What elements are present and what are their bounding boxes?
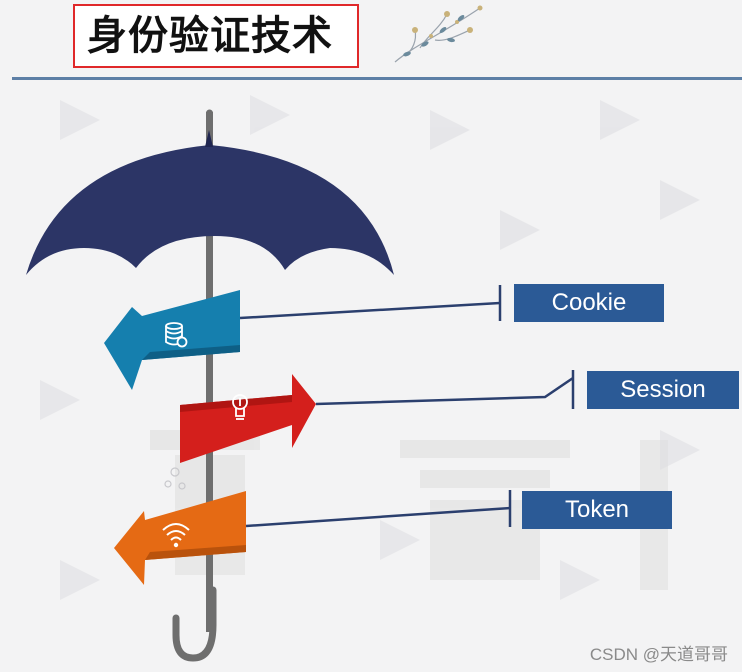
slide-title: 身份验证技术 bbox=[87, 13, 333, 59]
title-divider bbox=[12, 77, 742, 80]
wifi-icon bbox=[162, 523, 190, 541]
umbrella-shaft bbox=[206, 112, 213, 632]
session-label: Session bbox=[587, 371, 739, 409]
cookie-connector bbox=[239, 301, 501, 320]
coin-stack-icon bbox=[165, 322, 188, 348]
slide-title-box: 身份验证技术 bbox=[73, 4, 359, 68]
floral-ornament bbox=[394, 5, 483, 63]
lightbulb-icon bbox=[232, 394, 248, 420]
cookie-sign bbox=[104, 290, 240, 390]
token-label: Token bbox=[522, 491, 672, 529]
token-connector bbox=[245, 506, 511, 528]
session-connector bbox=[315, 376, 574, 406]
umbrella-canopy bbox=[26, 145, 394, 275]
umbrella-handle bbox=[172, 586, 217, 662]
csdn-watermark: CSDN @天道哥哥 bbox=[589, 645, 728, 664]
cookie-label: Cookie bbox=[514, 284, 664, 322]
session-sign bbox=[180, 374, 316, 463]
